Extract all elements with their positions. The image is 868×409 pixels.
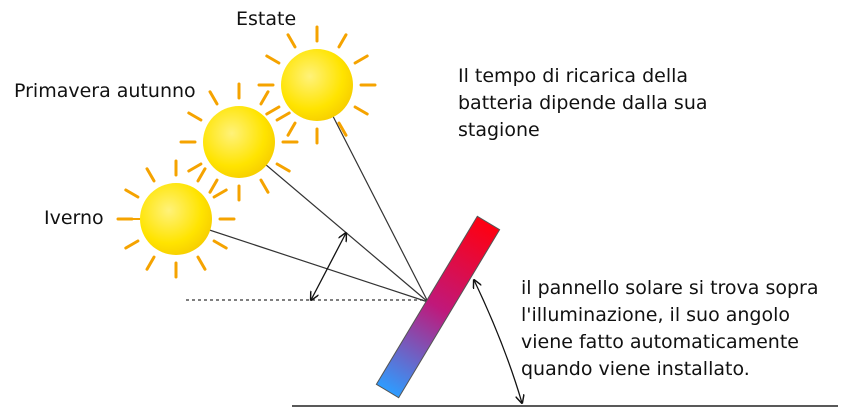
charging-note-line: Il tempo di ricarica della: [458, 65, 689, 87]
sun-ray: [275, 111, 291, 122]
panel-note-line: l'illuminazione, il suo angolo: [521, 304, 791, 326]
sun-ray: [275, 162, 291, 173]
sun-ray: [145, 167, 156, 183]
sun-winter-icon: [116, 159, 236, 279]
sun-ray: [353, 105, 369, 116]
sun-ray: [265, 105, 281, 116]
panel-installation-note: il pannello solare si trova sopra l'illu…: [521, 275, 819, 383]
sun-ray: [259, 90, 270, 106]
elevation-angle-arrow: [311, 233, 346, 300]
sun-ray: [265, 54, 281, 65]
sun-ray: [212, 188, 228, 199]
sun-ray: [124, 239, 140, 250]
sun-ray: [196, 255, 207, 271]
sun-ray: [286, 121, 297, 137]
sun-ray: [212, 239, 228, 250]
sun-summer-icon: [257, 25, 377, 145]
sun-ray: [124, 188, 140, 199]
sun-ray: [187, 162, 203, 173]
ray-spring-autumn: [238, 141, 429, 303]
charging-note-line: stagione: [458, 119, 540, 141]
ray-winter: [175, 218, 429, 303]
sun-disc: [140, 183, 212, 255]
panel-note-line: viene fatto automaticamente: [521, 331, 799, 353]
sun-ray: [208, 178, 219, 194]
ray-summer: [316, 84, 429, 303]
sun-ray: [286, 33, 297, 49]
sun-ray: [259, 178, 270, 194]
sun-ray: [196, 167, 207, 183]
label-spring-autumn: Primavera autunno: [14, 80, 196, 102]
sun-spring-autumn-icon: [179, 82, 299, 202]
sun-ray: [208, 90, 219, 106]
panel-note-line: il pannello solare si trova sopra: [521, 277, 819, 299]
solar-panel: [375, 215, 501, 399]
sun-disc: [203, 106, 275, 178]
charging-note-line: batteria dipende dalla sua: [458, 92, 708, 114]
sun-ray: [337, 121, 348, 137]
charging-time-note: Il tempo di ricarica della batteria dipe…: [458, 63, 708, 144]
label-winter: Iverno: [44, 207, 104, 229]
sun-ray: [337, 33, 348, 49]
sun-ray: [145, 255, 156, 271]
sun-disc: [281, 49, 353, 121]
sun-ray: [187, 111, 203, 122]
tilt-angle-arrow: [474, 280, 522, 403]
panel-note-line: quando viene installato.: [521, 358, 750, 380]
label-summer: Estate: [236, 8, 297, 30]
sun-ray: [353, 54, 369, 65]
